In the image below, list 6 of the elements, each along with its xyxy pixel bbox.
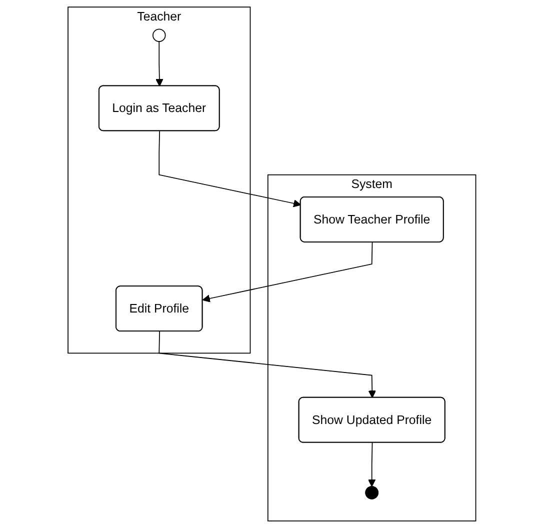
arrow	[368, 442, 376, 487]
node-circle	[152, 28, 166, 42]
arrow	[158, 130, 301, 208]
arrow	[202, 242, 372, 302]
arrow	[155, 41, 163, 86]
arrow	[158, 331, 376, 398]
